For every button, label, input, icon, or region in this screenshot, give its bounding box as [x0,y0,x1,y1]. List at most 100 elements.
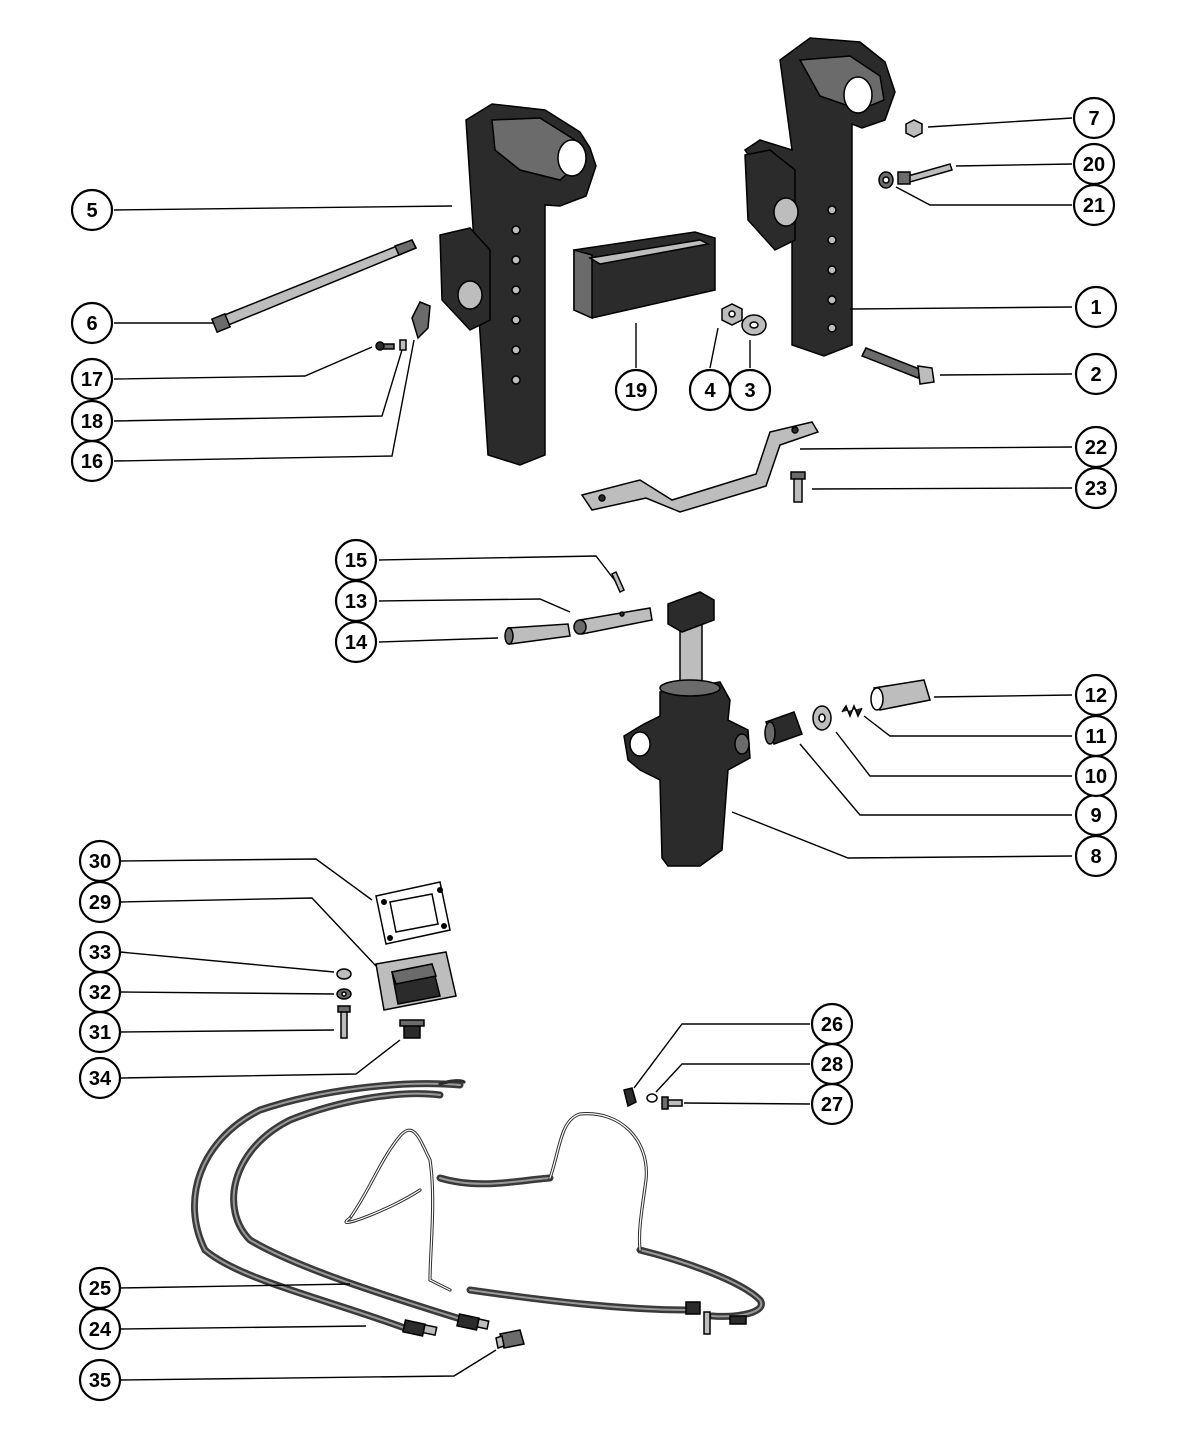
roll-pin [611,570,625,594]
callout-circle [614,368,658,412]
callout-number: 33 [89,942,111,964]
hose-fittings [402,1301,747,1337]
small-plate [411,301,431,340]
callout-8: 8 [1074,834,1118,878]
callout-number: 35 [89,1370,111,1392]
clamp-screw [661,1096,683,1110]
callout-number: 5 [86,200,97,222]
callout-circle [688,368,732,412]
small-nut [905,119,923,138]
callout-number: 29 [89,892,111,914]
reservoir-cover [375,951,457,1011]
callout-1: 1 [1074,285,1118,329]
left-transom-bracket [439,103,597,466]
callout-number: 32 [89,982,111,1004]
hose-fitting-35 [495,1329,525,1349]
plate-washer [399,339,407,351]
callout-circle [70,357,114,401]
callout-20: 20 [1072,142,1116,186]
callout-circle [1074,673,1118,717]
small-washer [878,171,894,189]
bracket-spacer [573,231,716,320]
clamp-washer [646,1093,658,1103]
leader-lines [113,117,1073,1381]
callout-circle [78,1056,122,1100]
bracket-bolt [860,347,935,385]
cylinder-washer [812,705,832,731]
callout-13: 13 [334,579,378,623]
callout-circle [1074,466,1118,510]
callout-28: 28 [810,1042,854,1086]
callout-18: 18 [70,399,114,443]
strap-bracket [580,421,820,513]
callout-number: 30 [89,851,111,873]
callout-circle [70,188,114,232]
cylinder-bushing [764,711,803,745]
callout-number: 34 [89,1068,112,1090]
cover-washer-bottom [336,988,352,1000]
callout-number: 15 [345,550,367,572]
callout-34: 34 [78,1056,122,1100]
callout-31: 31 [78,1010,122,1054]
callout-circle [1072,96,1116,140]
callout-10: 10 [1074,754,1118,798]
callout-number: 22 [1085,437,1107,459]
cylinder-spring [841,703,863,719]
callout-32: 32 [78,970,122,1014]
callout-circle [334,620,378,664]
callout-number: 17 [81,369,103,391]
callout-circle [1074,285,1118,329]
callout-circle [78,930,122,974]
callout-14: 14 [334,620,378,664]
callout-number: 12 [1085,685,1107,707]
callout-number: 31 [89,1022,111,1044]
callout-number: 26 [821,1014,843,1036]
callout-number: 6 [86,313,97,335]
plate-screw [375,341,395,351]
callout-number: 3 [744,380,755,402]
callout-circle [334,538,378,582]
callout-circle [78,839,122,883]
callout-33: 33 [78,930,122,974]
callout-circle [70,301,114,345]
washer [741,314,767,336]
callout-number: 13 [345,591,367,613]
strap-screw [790,471,806,503]
callout-19: 19 [614,368,658,412]
fill-plug [399,1019,425,1039]
callout-number: 19 [625,380,647,402]
callout-circle [70,399,114,443]
pivot-shaft [573,607,653,635]
callout-11: 11 [1074,714,1118,758]
callout-number: 21 [1083,195,1105,217]
callout-number: 14 [345,632,368,654]
callout-7: 7 [1072,96,1116,140]
callout-number: 1 [1090,297,1101,319]
callout-number: 4 [704,380,716,402]
callout-circle [1072,183,1116,227]
callout-5: 5 [70,188,114,232]
callout-3: 3 [728,368,772,412]
callout-number: 25 [89,1278,111,1300]
callout-30: 30 [78,839,122,883]
callout-number: 28 [821,1054,843,1076]
callout-number: 20 [1083,154,1105,176]
hydraulic-hoses [190,1080,765,1334]
callout-number: 9 [1090,805,1101,827]
callout-2: 2 [1074,352,1118,396]
hydraulic-tubes [344,1079,648,1292]
callout-15: 15 [334,538,378,582]
small-bolt [897,163,953,185]
callout-number: 8 [1090,846,1101,868]
callout-12: 12 [1074,673,1118,717]
callout-number: 16 [81,451,103,473]
hydraulic-cylinder [623,591,751,867]
cover-washer-top [336,968,352,980]
tilt-tube-bolt [210,239,418,334]
callout-number: 23 [1085,478,1107,500]
callout-labels: 1234567891011121314151617181920212223242… [70,96,1118,1402]
callout-9: 9 [1074,793,1118,837]
callout-35: 35 [78,1358,122,1402]
line-clamp [623,1087,637,1108]
cover-screw [337,1005,351,1039]
